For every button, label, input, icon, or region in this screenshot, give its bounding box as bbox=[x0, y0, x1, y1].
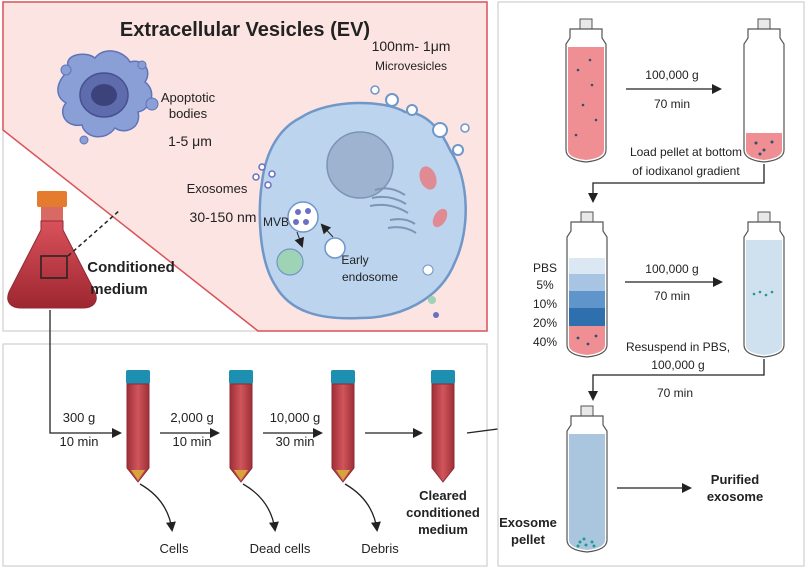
microvesicles-label: Microvesicles bbox=[375, 59, 447, 73]
exosome-pellet-label-2: pellet bbox=[511, 532, 546, 547]
cleared-label-1: Cleared bbox=[419, 488, 467, 503]
iodixanol-gradient-tube bbox=[566, 211, 608, 358]
separated-tube bbox=[743, 211, 785, 358]
pellet-arrow-3 bbox=[344, 483, 381, 532]
pellet-arrow-2 bbox=[242, 483, 279, 532]
early-endosome-label-2: endosome bbox=[342, 270, 398, 284]
falcon-tube-1 bbox=[126, 370, 150, 483]
gradient-label-pbs: PBS bbox=[533, 261, 557, 275]
gradient-label-10: 10% bbox=[533, 297, 557, 311]
exosome-pellet-label-1: Exosome bbox=[499, 515, 557, 530]
step2-speed: 2,000 g bbox=[170, 410, 213, 425]
mvb-arrow bbox=[294, 231, 305, 248]
parent-cell-icon bbox=[252, 85, 470, 320]
gradient-label-20: 20% bbox=[533, 316, 557, 330]
falcon-tube-3 bbox=[331, 370, 355, 483]
spin3-time: 70 min bbox=[657, 386, 693, 400]
step1-speed: 300 g bbox=[63, 410, 96, 425]
falcon-tube-4 bbox=[431, 370, 455, 483]
spin1-speed: 100,000 g bbox=[645, 68, 698, 82]
apoptotic-size-label: 1-5 μm bbox=[168, 133, 212, 149]
microvesicle-size-label: 100nm- 1μm bbox=[372, 38, 451, 54]
cleared-label-3: medium bbox=[418, 522, 468, 537]
purified-label-1: Purified bbox=[711, 472, 759, 487]
step2-time: 10 min bbox=[172, 434, 211, 449]
flask-icon bbox=[7, 191, 97, 309]
step3-speed: 10,000 g bbox=[270, 410, 321, 425]
spin2-speed: 100,000 g bbox=[645, 262, 698, 276]
ultracentrifuge-tube-pellet bbox=[743, 18, 785, 163]
resuspend-step-2: 100,000 g bbox=[651, 358, 704, 372]
apoptotic-body-icon bbox=[57, 50, 159, 145]
ev-title: Extracellular Vesicles (EV) bbox=[120, 19, 370, 41]
pellet-arrow-1 bbox=[139, 483, 176, 532]
mvb-label: MVB bbox=[263, 215, 289, 229]
load-arrow bbox=[588, 164, 765, 203]
flask-to-tube-arrow bbox=[49, 310, 122, 438]
pellet-label-cells: Cells bbox=[160, 541, 189, 556]
ultracentrifuge-tube-medium bbox=[565, 18, 607, 163]
falcon-tube-2 bbox=[229, 370, 253, 483]
exosome-pellet-tube bbox=[566, 405, 608, 553]
conditioned-medium-label-1: Conditioned bbox=[87, 259, 174, 276]
spin2-time: 70 min bbox=[654, 289, 690, 303]
step1-time: 10 min bbox=[59, 434, 98, 449]
exosome-size-label: 30-150 nm bbox=[190, 209, 257, 225]
resuspend-step-1: Resuspend in PBS, bbox=[626, 340, 730, 354]
pellet-label-debris: Debris bbox=[361, 541, 399, 556]
conditioned-medium-label-2: medium bbox=[90, 281, 148, 298]
gradient-label-5: 5% bbox=[536, 278, 554, 292]
apoptotic-bodies-label-2: bodies bbox=[169, 106, 208, 121]
gradient-label-40: 40% bbox=[533, 335, 557, 349]
spin1-time: 70 min bbox=[654, 97, 690, 111]
pellet-label-dead-cells: Dead cells bbox=[250, 541, 311, 556]
load-step-1: Load pellet at bottom bbox=[630, 145, 742, 159]
apoptotic-bodies-label-1: Apoptotic bbox=[161, 90, 216, 105]
cleared-label-2: conditioned bbox=[406, 505, 480, 520]
purified-label-2: exosome bbox=[707, 489, 763, 504]
step3-time: 30 min bbox=[275, 434, 314, 449]
early-endosome-label-1: Early bbox=[341, 253, 368, 267]
exosomes-label: Exosomes bbox=[187, 181, 248, 196]
zoom-dashed-line bbox=[67, 209, 121, 257]
resuspend-arrow bbox=[588, 359, 765, 401]
load-step-2: of iodixanol gradient bbox=[632, 164, 740, 178]
endosome-to-mvb-arrow bbox=[320, 223, 334, 238]
